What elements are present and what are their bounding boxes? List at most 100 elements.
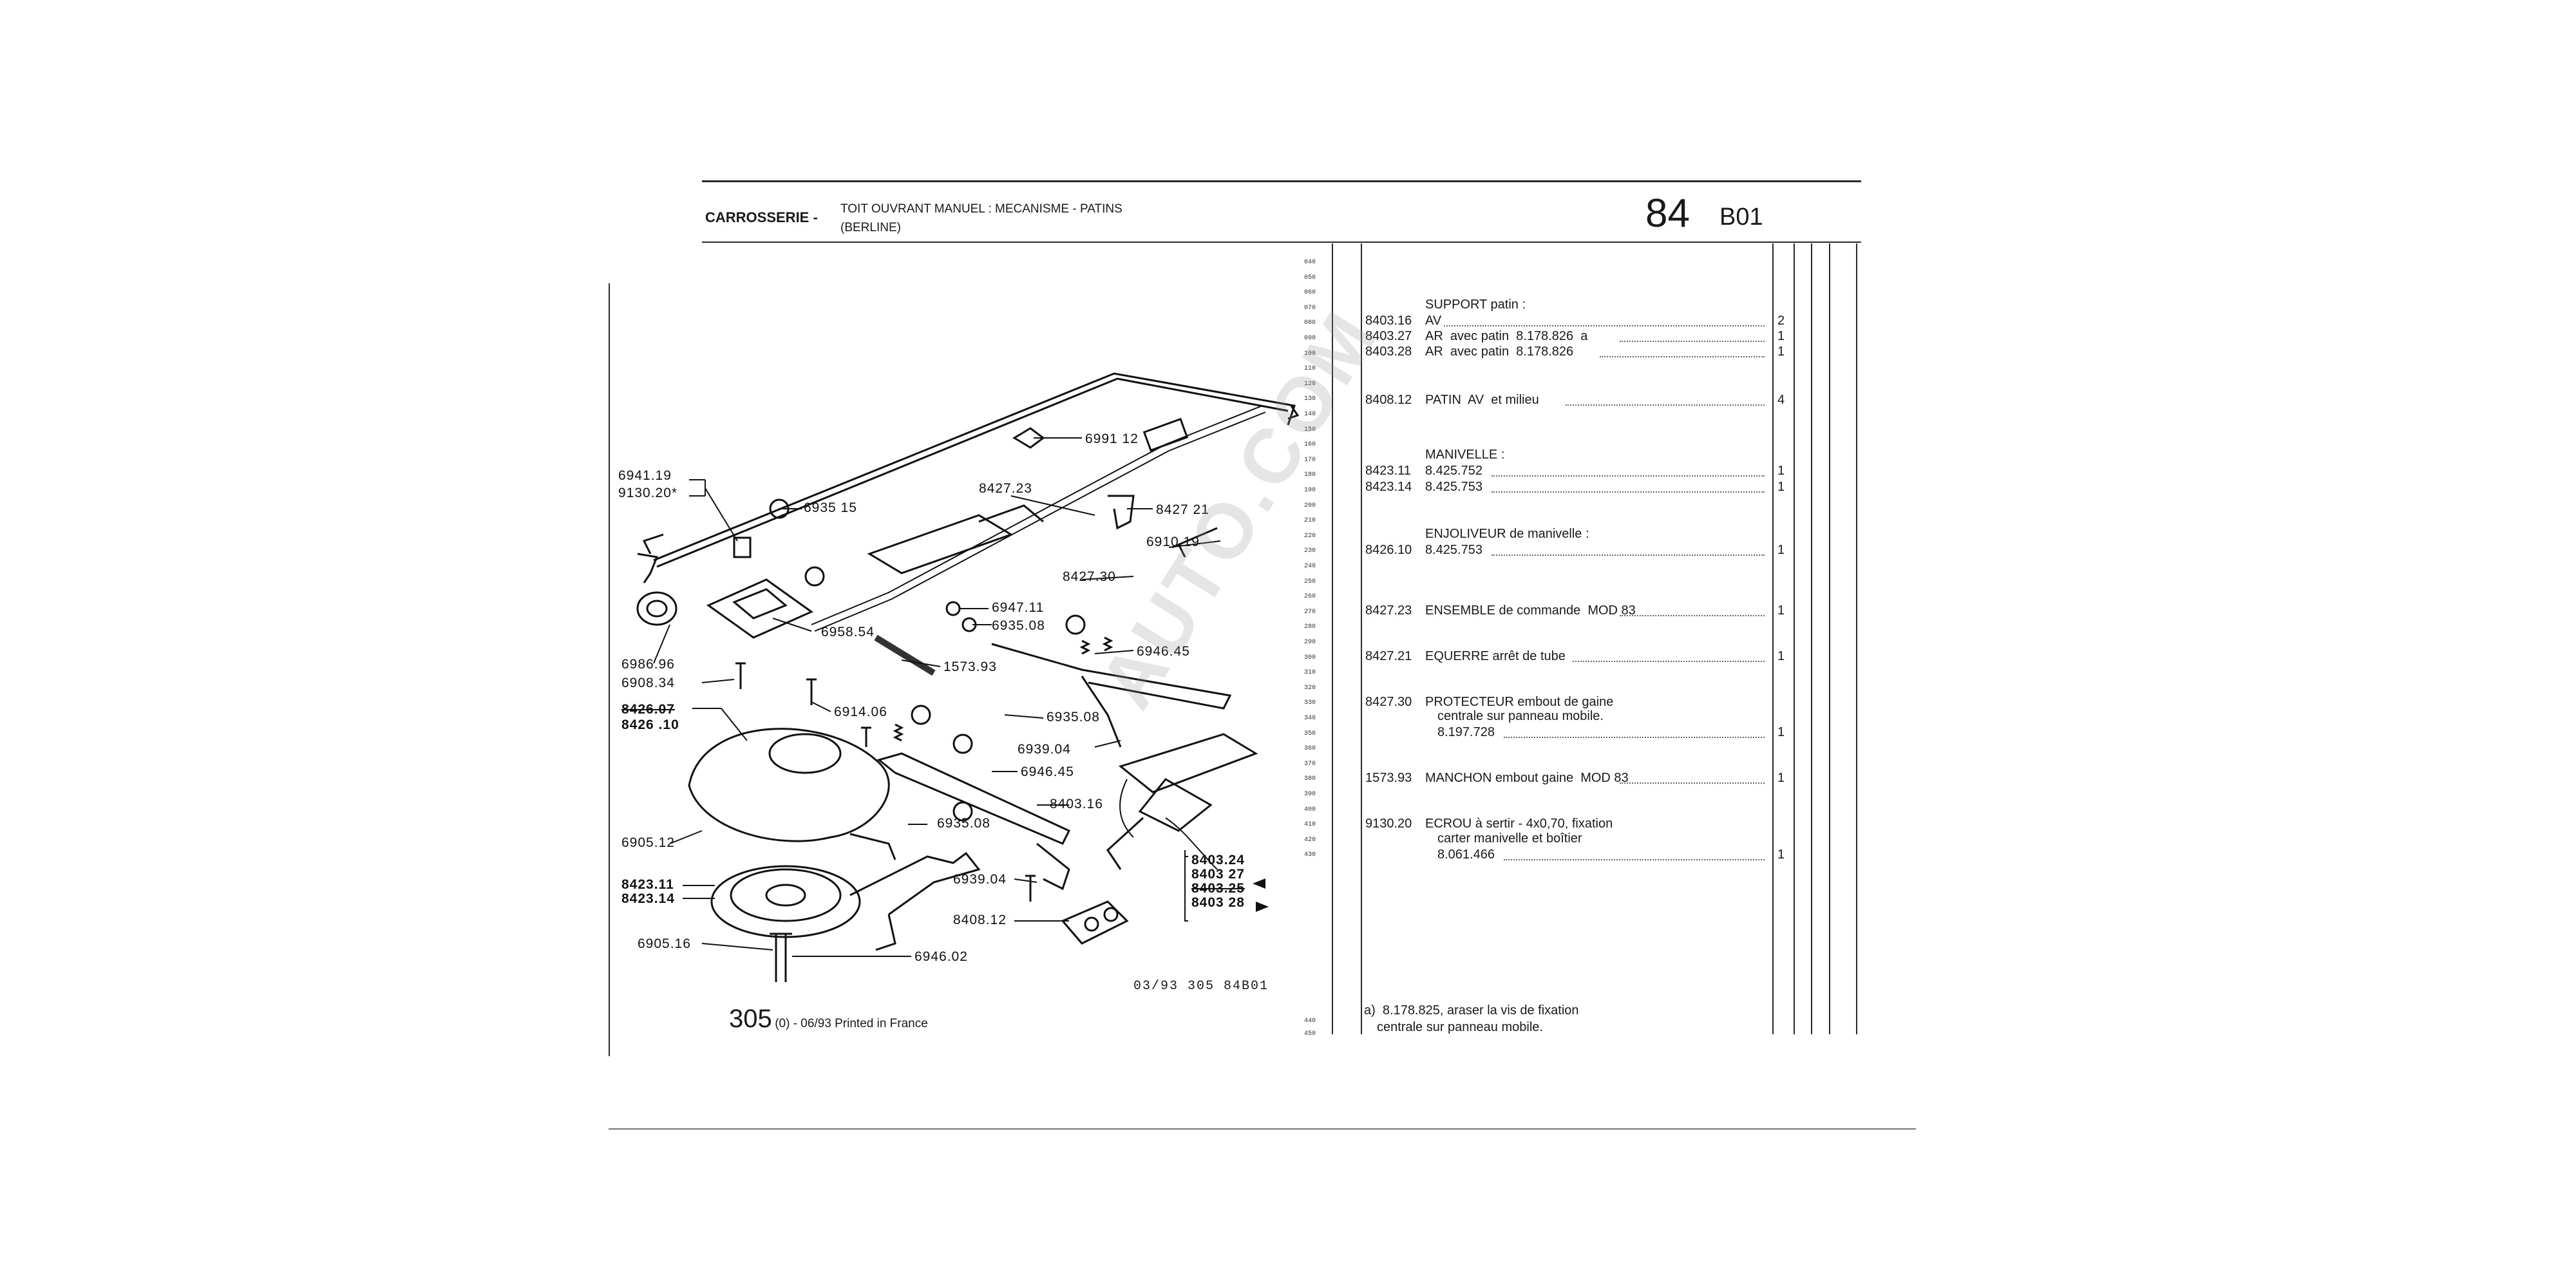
part-quantity: 1 (1777, 345, 1785, 359)
frame-rod (637, 553, 659, 583)
table-rule-qty-left (1772, 243, 1774, 1034)
part-code: 8403.28 (1365, 345, 1412, 359)
callout-label: 6935.08 (992, 618, 1045, 633)
part-code: 8427.21 (1365, 649, 1412, 663)
callout-label: 6905.12 (621, 835, 675, 850)
part-code: 8403.16 (1365, 314, 1412, 328)
callout-label: 8427.23 (979, 481, 1032, 496)
callout-label: 8403.25 (1191, 881, 1245, 896)
diagram-ref-code: 03/93 305 84B01 (1133, 979, 1269, 994)
part-code: 8423.14 (1365, 480, 1412, 494)
wire (1119, 779, 1134, 838)
row-number: 440 (1304, 1018, 1316, 1025)
frame-rod (656, 377, 1289, 568)
row-number: 260 (1304, 593, 1316, 601)
part-description: ENJOLIVEUR de manivelle : (1425, 527, 1589, 541)
part-description: AV (1425, 314, 1442, 328)
callout-label: 8408.12 (953, 913, 1007, 927)
row-number: 050 (1304, 274, 1316, 281)
right-support (1138, 778, 1213, 832)
part-description: PROTECTEUR embout de gaine (1425, 695, 1614, 709)
row-number: 210 (1304, 517, 1316, 525)
screw (806, 678, 817, 705)
leader-dots (1620, 615, 1765, 616)
part-description: SUPPORT patin : (1425, 298, 1526, 312)
crank-housing (768, 733, 842, 774)
callout-label: 8423.14 (621, 891, 675, 906)
row-number: 370 (1304, 760, 1316, 768)
leader-dots (1491, 554, 1765, 556)
callout-label: 1573.93 (943, 659, 997, 674)
row-number: 300 (1304, 654, 1316, 661)
row-number: 060 (1304, 289, 1316, 297)
row-number: 350 (1304, 730, 1316, 737)
row-number: 080 (1304, 319, 1316, 327)
table-rule-col4 (1829, 243, 1830, 1034)
footer-text: (0) - 06/93 Printed in France (775, 1017, 928, 1030)
row-number: 230 (1304, 547, 1316, 555)
callout-label: 6941.19 (618, 468, 672, 483)
callout-label: 6910.19 (1146, 535, 1200, 549)
part-code: 8426.10 (1365, 543, 1412, 557)
row-number: 310 (1304, 669, 1316, 677)
equerre (1108, 495, 1135, 530)
callout-label: 9130.20* (618, 486, 677, 500)
footer: 305 (0) - 06/93 Printed in France (729, 1005, 928, 1034)
part-code: 8408.12 (1365, 393, 1412, 407)
part-code: 8423.11 (1365, 464, 1411, 478)
leader-dots (1620, 341, 1765, 342)
part-quantity: 1 (1777, 543, 1785, 557)
callout-label: 6939.04 (953, 872, 1007, 887)
nut (952, 801, 973, 822)
cable-fitting (1142, 417, 1189, 452)
header-bottom-rule (702, 242, 1861, 243)
screw (735, 662, 746, 689)
arrow-right-icon (1256, 902, 1269, 912)
page-number: 84 (1645, 191, 1690, 236)
leader-dots (1566, 404, 1765, 406)
callout-label: 8426.07 (621, 702, 675, 717)
row-number: 340 (1304, 715, 1316, 722)
leader-dots (1503, 737, 1765, 738)
part-description: centrale sur panneau mobile. (1437, 709, 1604, 723)
part-code: 8403.27 (1365, 329, 1412, 343)
row-number: 450 (1304, 1030, 1316, 1037)
callout-label: 6946.45 (1021, 764, 1074, 779)
row-number: 070 (1304, 304, 1316, 312)
callout-label: 6946.45 (1137, 644, 1190, 659)
part-quantity: 1 (1777, 725, 1785, 739)
nut (804, 566, 825, 587)
part-quantity: 1 (1777, 771, 1785, 785)
callout-label: 8403 28 (1191, 895, 1245, 910)
cable (814, 412, 1266, 632)
clip (636, 591, 677, 626)
callout-label: 6947.11 (992, 600, 1044, 615)
callout-label: 6914.06 (834, 705, 887, 719)
callout-label: 6935.08 (937, 816, 990, 831)
frame-rod (1287, 405, 1300, 420)
part-description: 8.197.728 (1437, 725, 1495, 739)
crank-housing (688, 728, 890, 842)
row-number: 170 (1304, 456, 1316, 464)
crank-handle (710, 865, 861, 938)
center-block (706, 578, 814, 639)
row-number: 270 (1304, 608, 1316, 616)
row-number: 400 (1304, 806, 1316, 813)
part-description: 8.425.752 (1425, 464, 1482, 478)
bracket-plate (867, 514, 1014, 574)
support-bracket (1036, 842, 1070, 891)
leader-dots (1491, 491, 1765, 493)
callout-label: 8427.30 (1063, 569, 1116, 584)
table-rule-qty-right (1794, 243, 1795, 1034)
callout-label: 6935 15 (804, 500, 857, 515)
group-bracket (1184, 856, 1188, 922)
row-number: 360 (1304, 745, 1316, 753)
part-code: 8427.30 (1365, 695, 1412, 709)
note-line-1: a) 8.178.825, araser la vis de fixation (1364, 1003, 1579, 1018)
support-bracket (876, 752, 1071, 845)
bracket-plate (978, 504, 1044, 523)
part-quantity: 1 (1777, 603, 1785, 618)
row-number: 150 (1304, 426, 1316, 433)
nut (911, 705, 931, 725)
part-description: carter manivelle et boîtier (1437, 831, 1582, 846)
